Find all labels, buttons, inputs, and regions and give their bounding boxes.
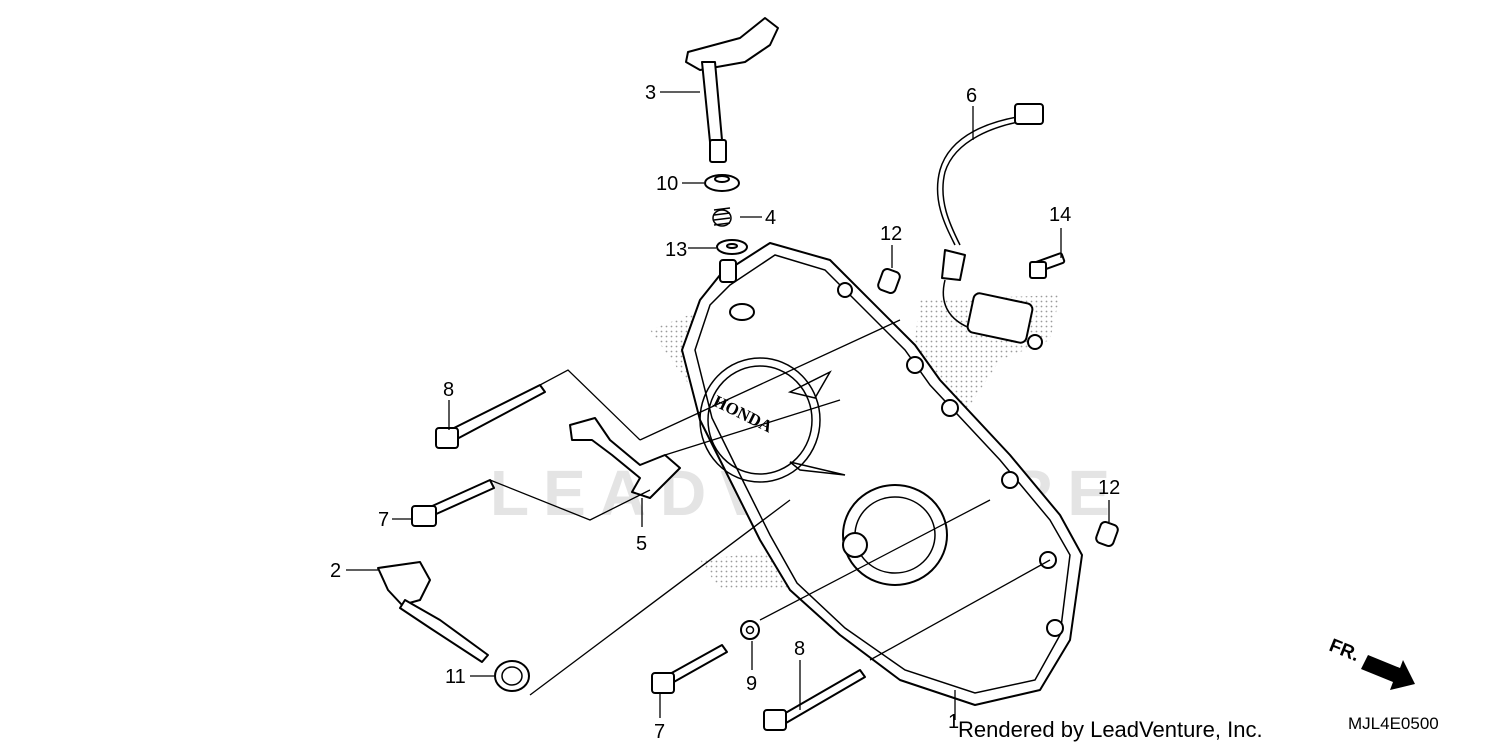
credit-text: Rendered by LeadVenture, Inc. — [958, 717, 1263, 742]
callout-7-lower: 7 — [654, 721, 665, 743]
leader-lines — [346, 91, 1110, 720]
callout-2: 2 — [330, 560, 341, 582]
part-10-oil-seal[interactable] — [704, 174, 740, 192]
callout-7-left: 7 — [378, 509, 389, 531]
part-7-bolt-lower[interactable] — [651, 644, 728, 694]
front-direction-arrow: FR. — [1326, 635, 1415, 690]
callout-5: 5 — [636, 533, 647, 555]
part-12-dowel-pin-upper[interactable] — [877, 267, 901, 295]
part-12-dowel-pin-lower[interactable] — [1095, 520, 1119, 548]
callout-13: 13 — [665, 239, 687, 261]
part-5-bracket[interactable] — [569, 417, 681, 499]
part-8-bolt-upper[interactable] — [435, 384, 546, 449]
part-7-bolt-left[interactable] — [411, 479, 495, 527]
callout-11: 11 — [445, 666, 466, 688]
part-9-washer[interactable] — [740, 620, 760, 640]
callout-4: 4 — [765, 207, 776, 229]
part-6-sensor[interactable] — [936, 103, 1044, 350]
diagram-code: MJL4E0500 — [1348, 714, 1439, 733]
part-3-shaft[interactable] — [685, 17, 779, 163]
callout-8-lower: 8 — [794, 638, 805, 660]
callout-10: 10 — [656, 173, 678, 195]
part-4-spring[interactable] — [712, 207, 732, 227]
callout-9: 9 — [746, 673, 757, 695]
right-crankcase-cover[interactable]: HONDA — [681, 242, 1083, 706]
part-8-bolt-lower[interactable] — [763, 669, 866, 731]
part-14-bolt[interactable] — [1029, 252, 1066, 279]
part-2-oil-filler-cap[interactable] — [377, 561, 489, 663]
fr-label: FR. — [1326, 635, 1362, 666]
callout-3: 3 — [645, 82, 656, 104]
callout-12-upper: 12 — [880, 223, 902, 245]
callout-labels: 3 10 4 13 6 14 12 12 8 7 5 2 11 7 9 8 1 — [330, 82, 1120, 743]
callout-14: 14 — [1049, 204, 1071, 226]
callout-6: 6 — [966, 85, 977, 107]
part-13-washer[interactable] — [716, 239, 748, 255]
part-11-o-ring[interactable] — [494, 660, 530, 692]
callout-8-upper: 8 — [443, 379, 454, 401]
callout-1: 1 — [948, 711, 959, 733]
callout-12-lower: 12 — [1098, 477, 1120, 499]
